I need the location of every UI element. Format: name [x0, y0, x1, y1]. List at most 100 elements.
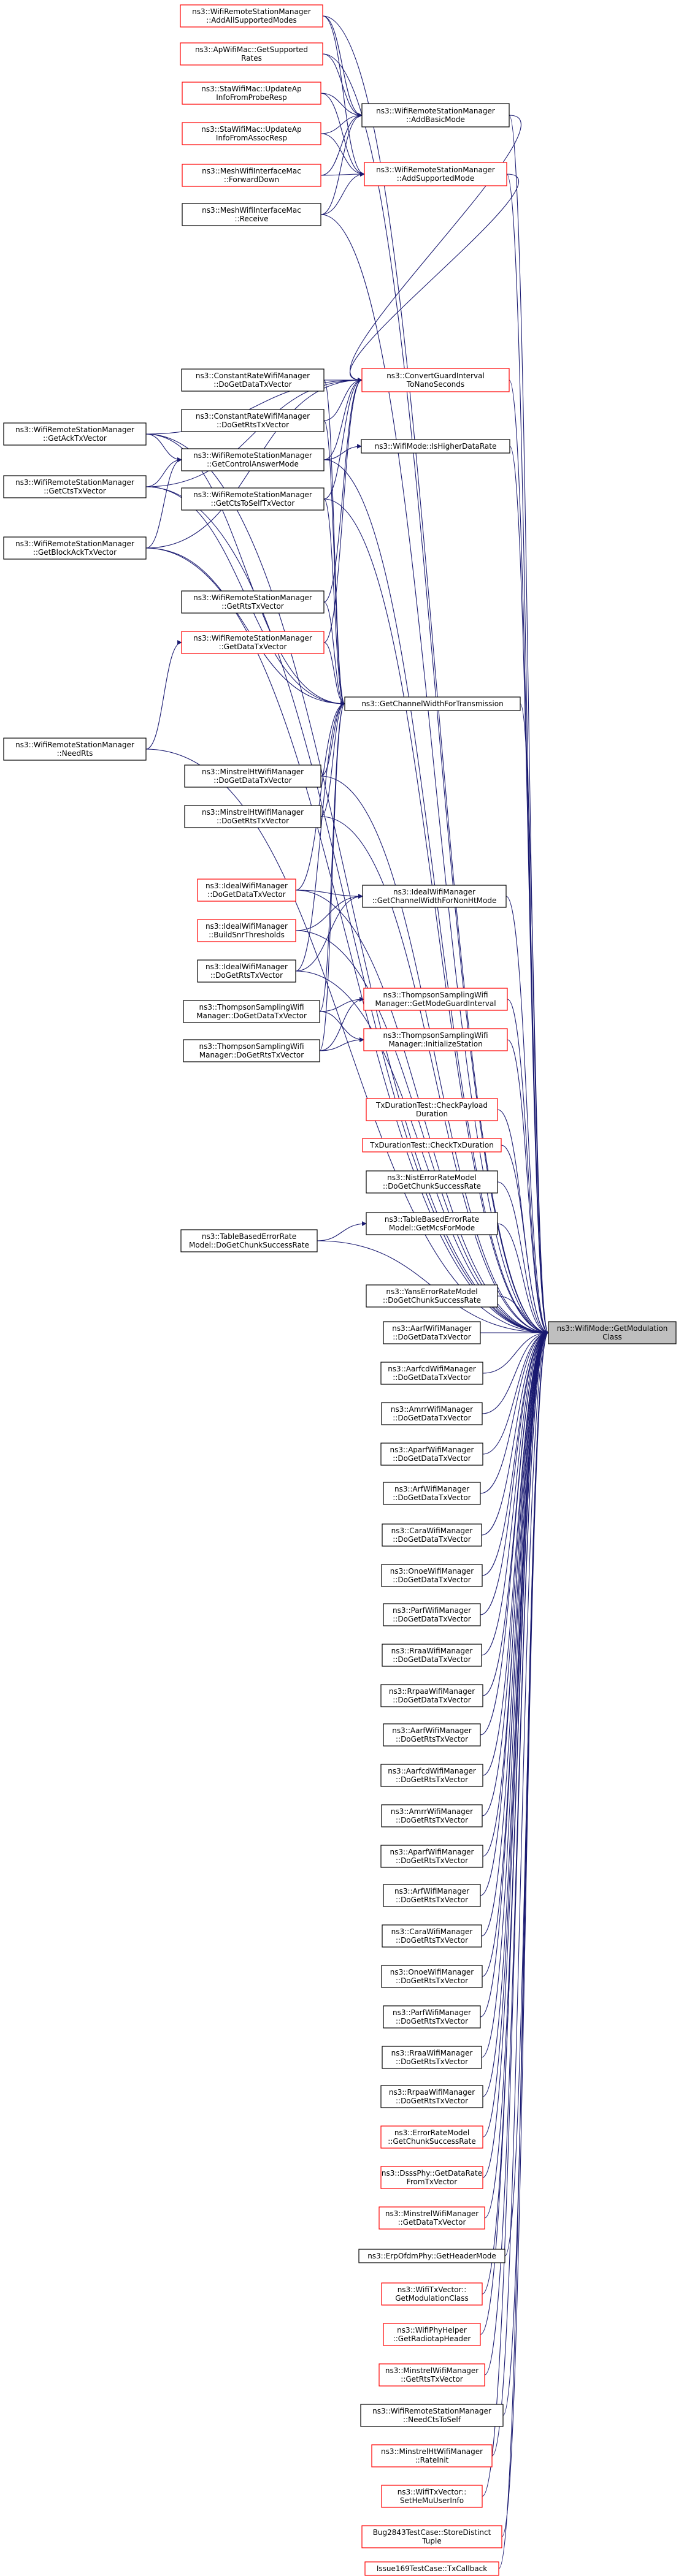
graph-node[interactable]: ns3::StaWifiMac::UpdateApInfoFromAssocRe…: [182, 122, 321, 145]
graph-node[interactable]: ns3::AparfWifiManager::DoGetRtsTxVector: [380, 1845, 483, 1868]
graph-node[interactable]: ns3::TableBasedErrorRateModel::DoGetChun…: [180, 1229, 318, 1252]
node-box: [364, 2561, 499, 2576]
graph-node[interactable]: ns3::MinstrelWifiManager::GetDataTxVecto…: [379, 2206, 485, 2230]
node-label: ns3::OnoeWifiManager: [390, 1567, 474, 1576]
graph-node[interactable]: ns3::IdealWifiManager::BuildSnrThreshold…: [197, 919, 296, 942]
graph-node[interactable]: ns3::WifiRemoteStationManager::GetRtsTxV…: [181, 590, 325, 614]
node-box: [380, 1442, 483, 1466]
graph-node[interactable]: ns3::RrpaaWifiManager::DoGetDataTxVector: [380, 1684, 483, 1707]
graph-node[interactable]: ns3::OnoeWifiManager::DoGetRtsTxVector: [381, 1965, 483, 1988]
graph-node[interactable]: ns3::ArfWifiManager::DoGetRtsTxVector: [383, 1884, 481, 1907]
graph-node[interactable]: ns3::TableBasedErrorRateModel::GetMcsFor…: [366, 1212, 498, 1235]
graph-node[interactable]: ns3::WifiTxVector::GetModulationClass: [381, 2282, 483, 2306]
graph-node[interactable]: ns3::MeshWifiInterfaceMac::ForwardDown: [182, 164, 321, 187]
graph-node[interactable]: ns3::RraaWifiManager::DoGetDataTxVector: [382, 1644, 482, 1667]
node-label: ::DoGetRtsTxVector: [217, 817, 289, 825]
node-label: ::DoGetRtsTxVector: [210, 971, 283, 980]
node-box: [362, 885, 507, 908]
edge-n36-to-n35: [317, 1221, 367, 1241]
graph-node[interactable]: ns3::WifiRemoteStationManager::GetCtsToS…: [181, 487, 325, 511]
graph-node[interactable]: ns3::ThompsonSamplingWifiManager::DoGetR…: [183, 1039, 320, 1062]
graph-node[interactable]: ns3::CaraWifiManager::DoGetDataTxVector: [382, 1523, 482, 1547]
node-label: ns3::ThompsonSamplingWifi: [199, 1042, 304, 1051]
edge-n6-to-focus: [320, 214, 549, 1335]
graph-node[interactable]: ns3::RraaWifiManager::DoGetRtsTxVector: [382, 2046, 482, 2069]
node-label: ::DoGetRtsTxVector: [396, 1896, 468, 1904]
node-label: Manager::GetModeGuardInterval: [375, 999, 496, 1008]
edge-n18-to-n21: [323, 601, 345, 706]
graph-node[interactable]: ns3::AmrrWifiManager::DoGetRtsTxVector: [381, 1804, 483, 1827]
node-label: ns3::WifiRemoteStationManager: [193, 451, 312, 460]
graph-node[interactable]: ns3::WifiPhyHelper::GetRadiotapHeader: [383, 2323, 481, 2346]
edge-n3-to-n8: [320, 93, 365, 177]
graph-node[interactable]: ns3::ErpOfdmPhy::GetHeaderMode: [358, 2249, 505, 2263]
graph-node[interactable]: ns3::ThompsonSamplingWifiManager::Initia…: [363, 1028, 508, 1051]
edge-n28-to-n30: [319, 997, 364, 1012]
graph-node[interactable]: ns3::ConstantRateWifiManager::DoGetRtsTx…: [181, 409, 325, 432]
graph-node[interactable]: ns3::AarfWifiManager::DoGetRtsTxVector: [383, 1723, 481, 1747]
graph-node[interactable]: ns3::IdealWifiManager::GetChannelWidthFo…: [362, 885, 507, 908]
graph-node[interactable]: ns3::AarfcdWifiManager::DoGetDataTxVecto…: [380, 1362, 483, 1385]
node-label: ns3::ArfWifiManager: [394, 1485, 469, 1493]
graph-node[interactable]: ns3::WifiRemoteStationManager::GetCtsTxV…: [3, 475, 147, 498]
graph-node[interactable]: ns3::StaWifiMac::UpdateApInfoFromProbeRe…: [182, 82, 321, 105]
graph-node[interactable]: ns3::AarfWifiManager::DoGetDataTxVector: [383, 1321, 481, 1344]
graph-node[interactable]: ns3::NistErrorRateModel::DoGetChunkSucce…: [366, 1170, 498, 1194]
graph-node[interactable]: ns3::WifiMode::IsHigherDataRate: [361, 439, 510, 454]
graph-node[interactable]: ns3::RrpaaWifiManager::DoGetRtsTxVector: [380, 2085, 483, 2108]
graph-node[interactable]: ns3::MeshWifiInterfaceMac::Receive: [182, 203, 321, 226]
graph-node[interactable]: ns3::AarfcdWifiManager::DoGetRtsTxVector: [380, 1764, 483, 1787]
graph-node[interactable]: ns3::MinstrelHtWifiManager::RateInit: [371, 2444, 493, 2467]
node-label: ::GetChannelWidthForNonHtMode: [372, 896, 497, 905]
node-label: ns3::ConstantRateWifiManager: [196, 412, 310, 421]
graph-node[interactable]: ns3::MinstrelHtWifiManager::DoGetRtsTxVe…: [184, 805, 321, 828]
node-label: ::DoGetDataTxVector: [393, 1414, 471, 1422]
graph-node[interactable]: ns3::WifiRemoteStationManager::NeedCtsTo…: [360, 2404, 504, 2427]
edge-n12-to-n16: [323, 378, 363, 460]
graph-node[interactable]: ns3::WifiTxVector::SetHeMuUserInfo: [381, 2485, 483, 2508]
graph-node[interactable]: ns3::WifiRemoteStationManager::GetDataTx…: [181, 631, 325, 654]
node-label: ::DoGetDataTxVector: [213, 776, 291, 785]
graph-node[interactable]: ns3::GetChannelWidthForTransmission: [344, 696, 521, 711]
graph-node[interactable]: Issue169TestCase::TxCallback: [364, 2561, 499, 2576]
graph-node[interactable]: TxDurationTest::CheckTxDuration: [362, 1138, 502, 1153]
node-label: ns3::ThompsonSamplingWifi: [383, 1031, 488, 1040]
graph-node[interactable]: ns3::ConstantRateWifiManager::DoGetDataT…: [181, 368, 325, 392]
node-box: [382, 1644, 482, 1667]
graph-node[interactable]: ns3::IdealWifiManager::DoGetDataTxVector: [197, 878, 296, 902]
graph-node[interactable]: ns3::WifiRemoteStationManager::NeedRts: [3, 737, 147, 761]
edge-n33-to-focus: [501, 1145, 549, 1335]
graph-node[interactable]: ns3::ErrorRateModel::GetChunkSuccessRate: [380, 2125, 483, 2149]
graph-node[interactable]: ns3::WifiRemoteStationManager::AddSuppor…: [364, 162, 507, 186]
graph-node[interactable]: ns3::WifiRemoteStationManager::GetContro…: [181, 448, 325, 471]
graph-node[interactable]: ns3::ThompsonSamplingWifiManager::DoGetD…: [183, 1000, 320, 1023]
graph-node[interactable]: ns3::MinstrelHtWifiManager::DoGetDataTxV…: [184, 764, 321, 788]
graph-node[interactable]: ns3::WifiRemoteStationManager::AddBasicM…: [361, 103, 510, 128]
node-label: ::AddAllSupportedModes: [206, 16, 297, 25]
node-box: [383, 1482, 481, 1505]
edge-n4-to-n7: [320, 113, 363, 134]
graph-node[interactable]: ns3::OnoeWifiManager::DoGetDataTxVector: [381, 1564, 483, 1587]
graph-node[interactable]: ns3::WifiRemoteStationManager::GetBlockA…: [3, 536, 147, 560]
graph-node[interactable]: ns3::ParfWifiManager::DoGetDataTxVector: [383, 1603, 481, 1626]
graph-node[interactable]: ns3::MinstrelWifiManager::GetRtsTxVector: [379, 2363, 485, 2387]
graph-node[interactable]: ns3::AmrrWifiManager::DoGetDataTxVector: [381, 1402, 483, 1425]
graph-node[interactable]: ns3::CaraWifiManager::DoGetRtsTxVector: [382, 1924, 482, 1948]
graph-node[interactable]: ns3::ArfWifiManager::DoGetDataTxVector: [383, 1482, 481, 1505]
graph-node[interactable]: ns3::ThompsonSamplingWifiManager::GetMod…: [363, 988, 508, 1011]
graph-node[interactable]: ns3::YansErrorRateModel::DoGetChunkSucce…: [366, 1284, 498, 1308]
node-label: ns3::WifiPhyHelper: [397, 2326, 467, 2334]
graph-node[interactable]: ns3::WifiRemoteStationManager::AddAllSup…: [180, 4, 323, 28]
graph-node[interactable]: ns3::ParfWifiManager::DoGetRtsTxVector: [383, 2005, 481, 2029]
graph-node[interactable]: ns3::WifiRemoteStationManager::GetAckTxV…: [3, 422, 147, 446]
node-label: ::DoGetDataTxVector: [393, 1576, 471, 1584]
graph-node[interactable]: ns3::IdealWifiManager::DoGetRtsTxVector: [197, 959, 296, 983]
graph-node[interactable]: ns3::AparfWifiManager::DoGetDataTxVector: [380, 1442, 483, 1466]
node-label: ns3::ErpOfdmPhy::GetHeaderMode: [367, 2252, 496, 2260]
node-label: ns3::RraaWifiManager: [391, 2049, 473, 2057]
